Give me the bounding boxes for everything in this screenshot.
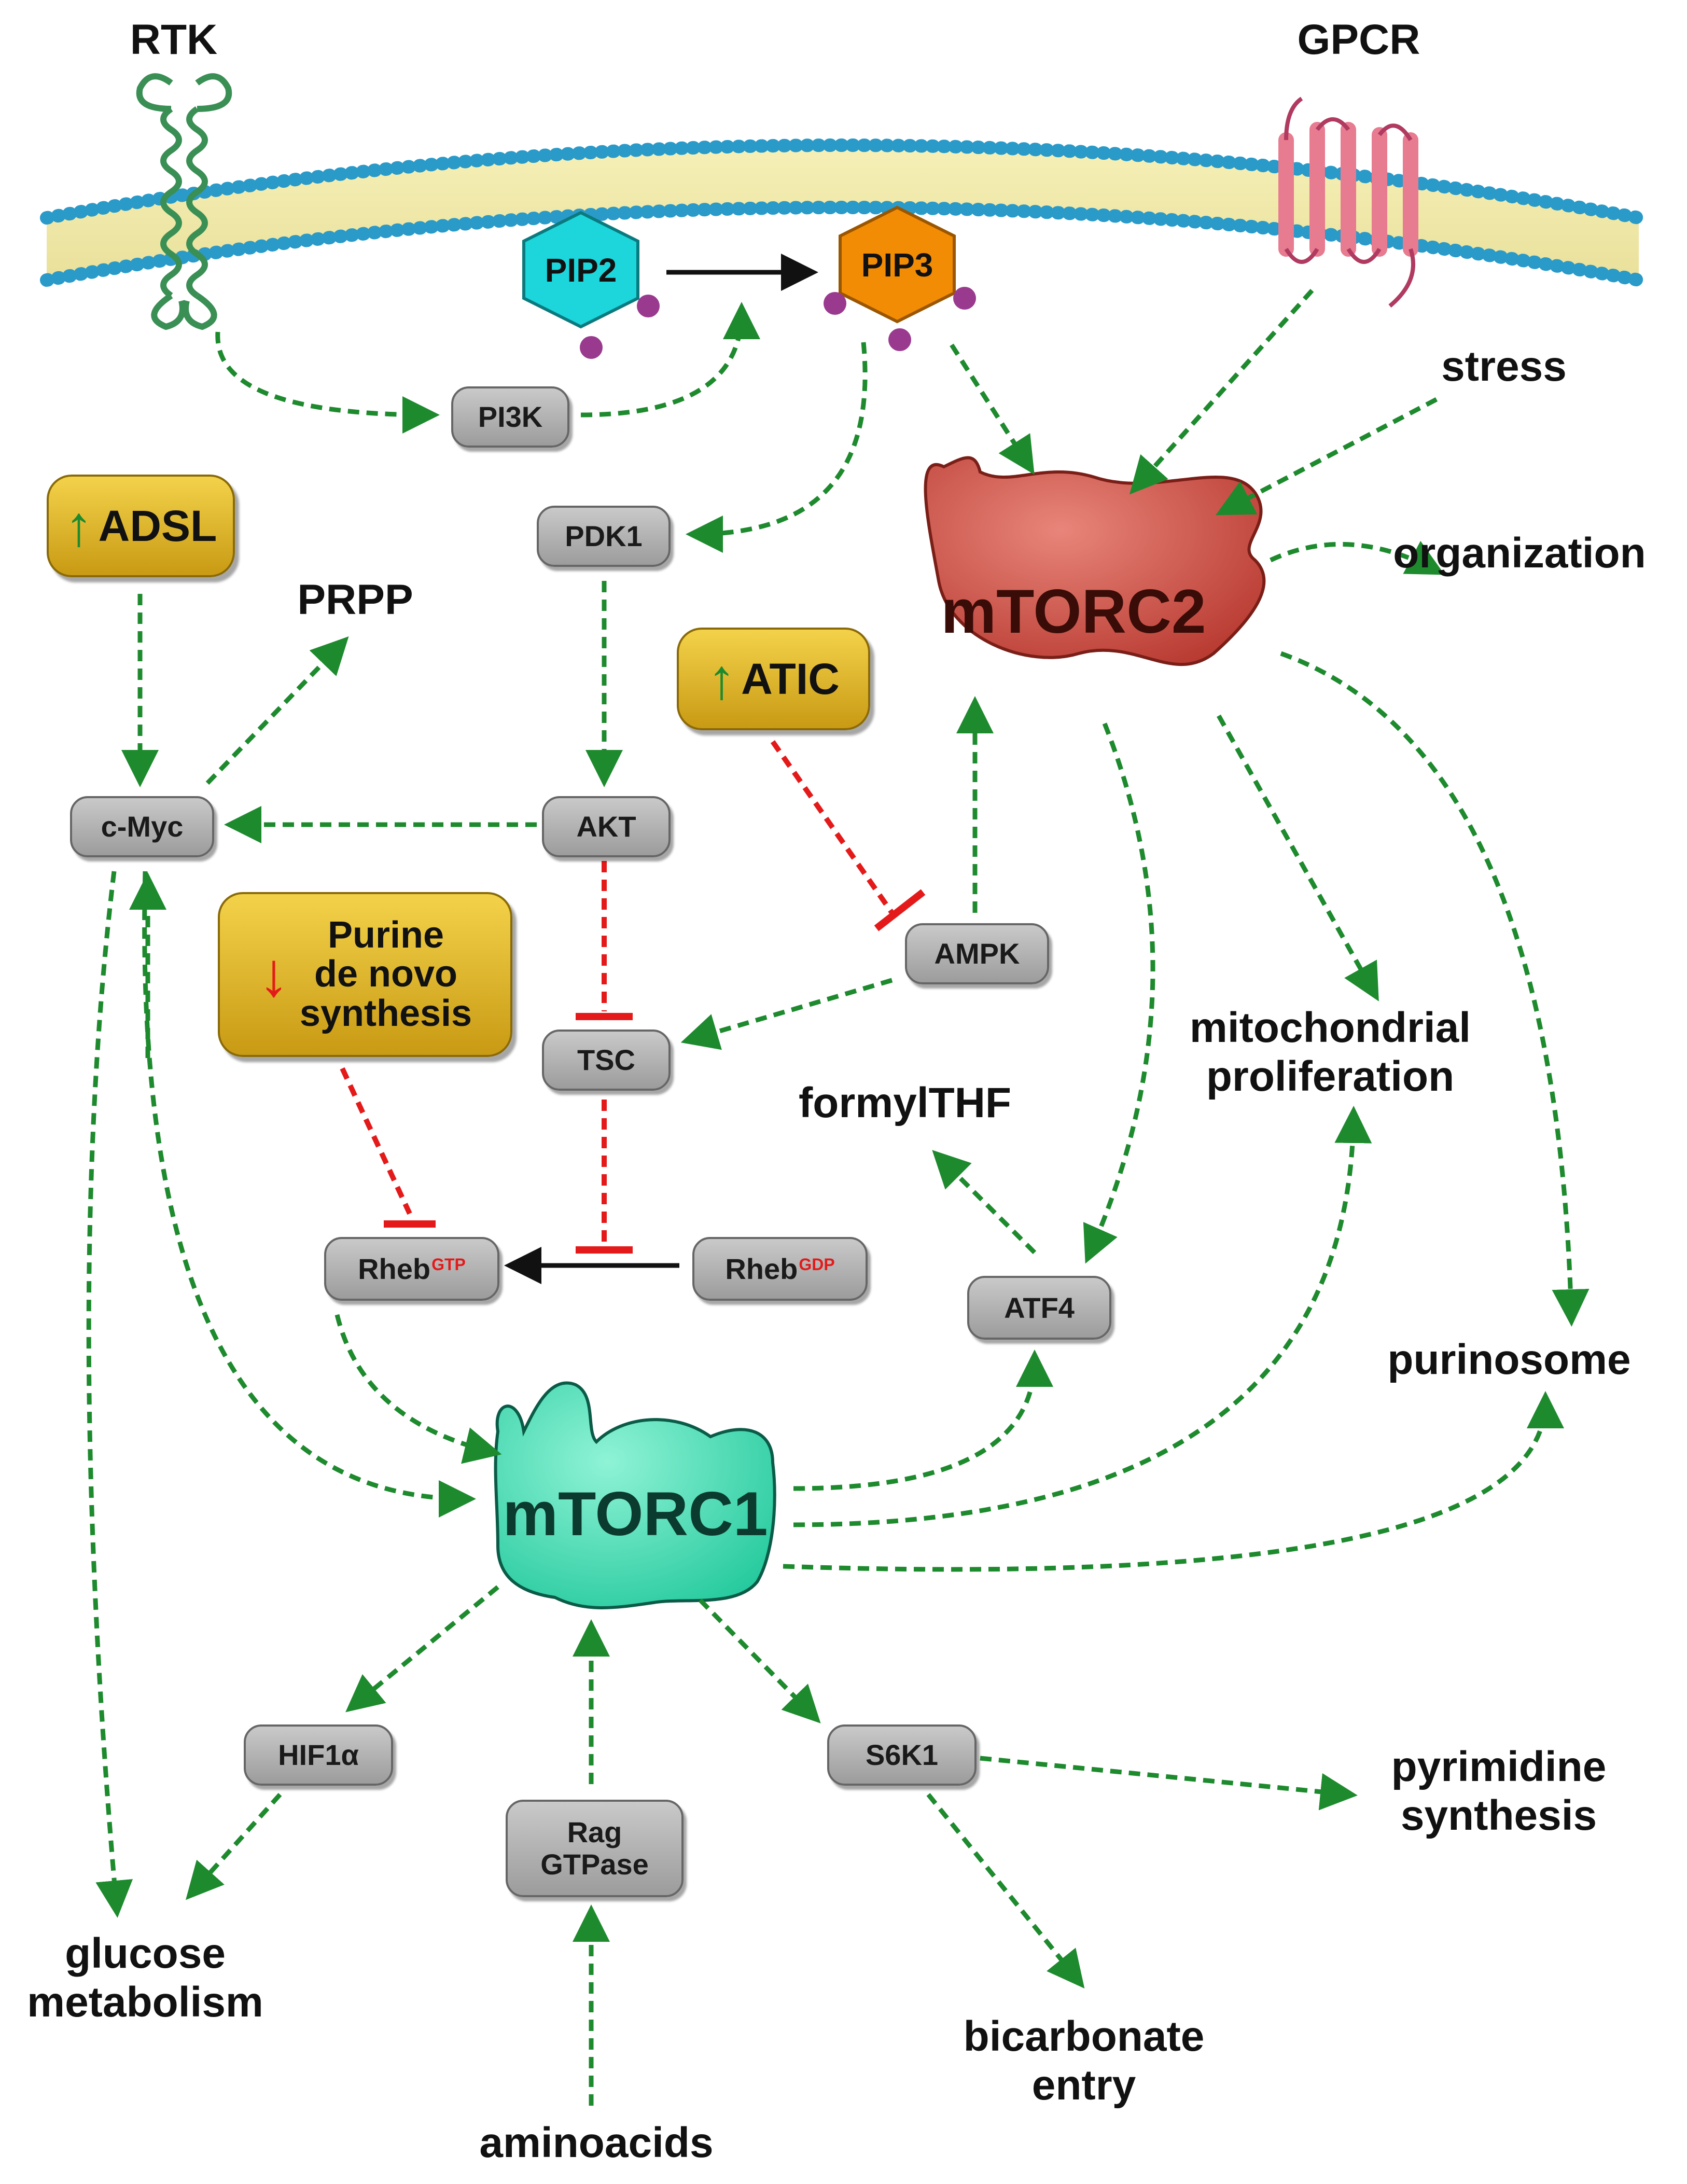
- arrow-pip3-to-mtorc2: [950, 343, 1035, 475]
- mito-line-1: mitochondrial: [1189, 1004, 1471, 1051]
- arrow-mtorc1-to-atf4: [793, 1350, 1053, 1491]
- actin-line-2: organization: [1393, 530, 1646, 577]
- purine-line-2: de novo: [314, 953, 457, 995]
- mtorc1-label: mTORC1: [503, 1479, 768, 1549]
- glucose-metabolism-label: glucose metabolism: [0, 1929, 290, 2027]
- akt-node: AKT: [542, 796, 671, 857]
- arrow-rtk-to-pi3k: [215, 331, 440, 434]
- arrow-mtorc2-to-actin: [1270, 540, 1445, 575]
- mito-line-2: proliferation: [1206, 1053, 1455, 1101]
- glucose-line-2: metabolism: [27, 1979, 263, 2026]
- atf4-node: ATF4: [967, 1276, 1111, 1340]
- atic-box: ↑ ATIC: [677, 628, 870, 730]
- pyrimidine-synthesis-label: pyrimidine synthesis: [1359, 1743, 1639, 1841]
- cell-membrane: [40, 138, 1646, 287]
- gpcr-receptor-shape: [1278, 96, 1418, 308]
- arrow-stress-to-mtorc2: [1216, 397, 1438, 516]
- actin-organization-label: organization: [1369, 529, 1670, 578]
- arrow-up-icon: ↑: [707, 647, 736, 711]
- tsc-node: TSC: [542, 1030, 671, 1091]
- arrow-rhebgtp-to-mtorc1: [334, 1314, 502, 1464]
- pathway-arrows: [86, 254, 1590, 2106]
- pip3-label: PIP3: [861, 246, 933, 284]
- mtorc2-label: mTORC2: [941, 577, 1206, 646]
- inhibition-bar-ampk: [874, 889, 926, 931]
- arrow-s6k1-to-bicarbonate: [926, 1793, 1085, 1989]
- arrow-down-icon: ↓: [258, 940, 289, 1009]
- prpp-label: PRPP: [297, 576, 413, 623]
- inhibition-purine-to-rhebgtp: [340, 1067, 412, 1215]
- arrow-ampk-to-tsc: [680, 978, 893, 1050]
- inhibition-atic-to-ampk: [770, 740, 895, 914]
- atic-label: ATIC: [741, 654, 840, 703]
- hif1a-node: HIF1α: [244, 1724, 393, 1786]
- arrow-s6k1-to-pyrimidine: [980, 1756, 1358, 1811]
- arrow-mtorc2-to-purinosome: [1280, 651, 1590, 1327]
- arrow-cmyc-mtorc1-bidirectional: [142, 871, 476, 1518]
- arrow-mtorc2-to-mitochondrial: [1217, 714, 1379, 1001]
- rag-line-2: GTPase: [540, 1848, 649, 1881]
- cmyc-node: c-Myc: [70, 796, 214, 857]
- stress-label: stress: [1441, 343, 1567, 390]
- pyrimidine-line-1: pyrimidine: [1391, 1743, 1607, 1790]
- arrow-up-icon: ↑: [64, 494, 93, 558]
- rag-line-1: Rag: [567, 1816, 622, 1849]
- aminoacids-label: aminoacids: [479, 2119, 714, 2166]
- purine-line-1: Purine: [327, 914, 444, 956]
- rag-gtpase-node: Rag GTPase: [506, 1800, 684, 1897]
- bicarbonate-line-2: entry: [1031, 2062, 1136, 2109]
- mtorc1-complex-shape: [494, 1381, 776, 1609]
- adsl-label: ADSL: [98, 501, 217, 550]
- arrow-mtorc1-to-purinosome: [783, 1391, 1564, 1572]
- arrow-cmyc-to-prpp: [205, 636, 349, 785]
- pdk1-node: PDK1: [537, 506, 671, 567]
- arrow-pi3k-to-pip3: [580, 302, 760, 418]
- s6k1-node: S6K1: [827, 1724, 977, 1786]
- glucose-line-1: glucose: [65, 1930, 226, 1977]
- arrow-pip3-to-pdk1: [686, 342, 868, 553]
- pip3-hexagon: [824, 205, 976, 351]
- arrow-mtorc2-to-atf4: [1083, 722, 1155, 1264]
- purine-de-novo-box: ↓ Purine de novo synthesis: [218, 892, 512, 1057]
- purinosome-label: purinosome: [1387, 1336, 1631, 1383]
- bicarbonate-line-1: bicarbonate: [963, 2013, 1205, 2060]
- rtk-label: RTK: [130, 16, 218, 63]
- arrow-cmyc-to-glucose: [86, 871, 133, 1918]
- pip2-label: PIP2: [545, 252, 617, 289]
- mtorc2-complex-shape: [924, 456, 1266, 666]
- arrow-hif1a-to-glucose: [185, 1792, 282, 1900]
- arrow-atf4-to-formylthf: [932, 1150, 1037, 1255]
- adsl-box: ↑ ADSL: [47, 475, 235, 577]
- arrow-mtorc1-to-mitochondrial: [793, 1106, 1372, 1527]
- arrow-mtorc1-to-s6k1: [698, 1598, 821, 1723]
- pip2-hexagon: [522, 211, 660, 359]
- arrow-mtorc1-to-hif1a: [345, 1585, 499, 1713]
- rtk-receptor-shape: [136, 73, 232, 330]
- gpcr-label: GPCR: [1297, 16, 1420, 63]
- purine-line-3: synthesis: [299, 992, 472, 1034]
- formylthf-label: formylTHF: [799, 1079, 1011, 1126]
- mitochondrial-proliferation-label: mitochondrial proliferation: [1167, 1004, 1494, 1102]
- pi3k-node: PI3K: [451, 386, 569, 448]
- pyrimidine-line-2: synthesis: [1400, 1792, 1597, 1840]
- ampk-node: AMPK: [905, 923, 1049, 984]
- bicarbonate-entry-label: bicarbonate entry: [939, 2012, 1229, 2110]
- arrow-gpcr-to-mtorc2: [1129, 288, 1314, 495]
